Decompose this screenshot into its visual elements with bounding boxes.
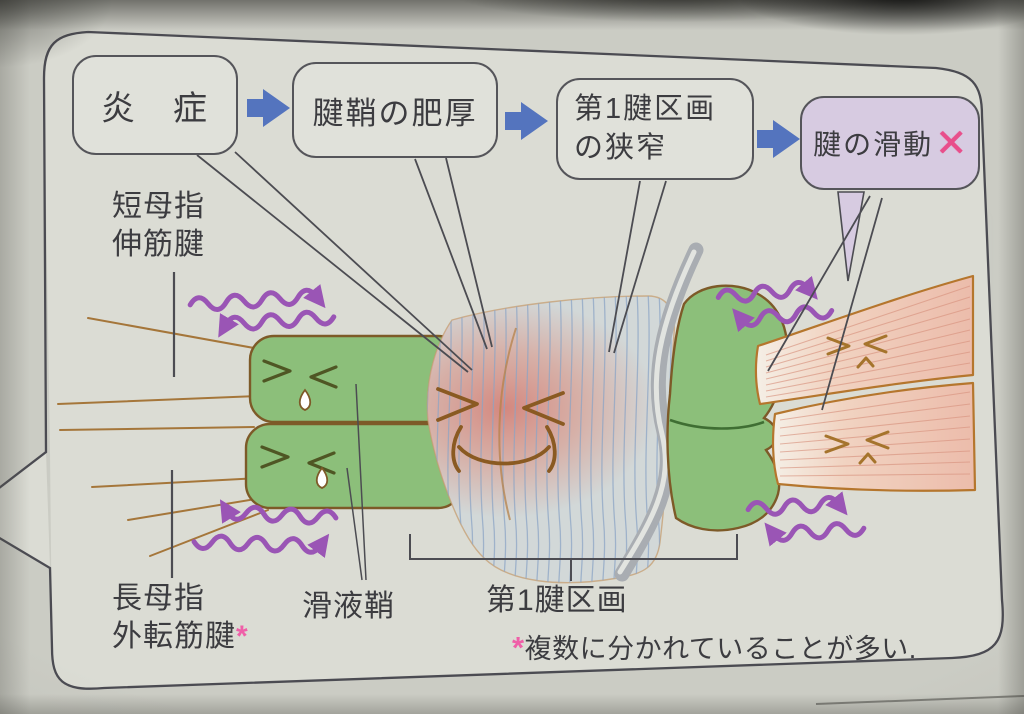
flow-box-sheath-thickening: 腱鞘の肥厚 [292, 62, 498, 158]
label-line: 伸筋腱 [112, 228, 205, 262]
flow-box-label: 腱鞘の肥厚 [312, 95, 478, 131]
flow-box-label: 腱の滑動 [813, 129, 934, 160]
label-synovial-sheath: 滑液鞘 [302, 590, 395, 623]
flow-box-label: 炎 症 [101, 89, 209, 128]
green-constricted-right [666, 284, 789, 532]
label-line: 外転筋腱 [112, 620, 236, 654]
label-line: 短母指 [112, 190, 205, 223]
label-first-compartment: 第1腱区画 [486, 584, 628, 617]
flow-box-label-line2: の狭窄 [574, 132, 668, 164]
label-extensor-pollicis-brevis: 短母指 伸筋腱 [112, 188, 205, 265]
flow-box-compartment-stenosis: 第1腱区画の狭窄 [556, 78, 754, 180]
next-figure-edge [815, 695, 1024, 705]
asterisk-mark: * [512, 630, 525, 665]
flow-box-tendon-gliding-blocked: 腱の滑動 ✕ [800, 96, 980, 190]
label-line: 長母指 [112, 582, 205, 615]
label-abductor-pollicis-longus: 長母指 外転筋腱* [112, 580, 249, 657]
flow-box-label: 第1腱区画の狭窄 [574, 90, 716, 168]
flow-box-label-line1: 第1腱区画 [574, 92, 717, 125]
footnote-text: 複数に分かれていることが多い. [524, 634, 917, 664]
pink-x-mark-icon: ✕ [935, 122, 967, 165]
footnote: *複数に分かれていることが多い. [512, 628, 917, 668]
asterisk-mark: * [236, 620, 249, 654]
flow-box-inflammation: 炎 症 [72, 55, 238, 155]
